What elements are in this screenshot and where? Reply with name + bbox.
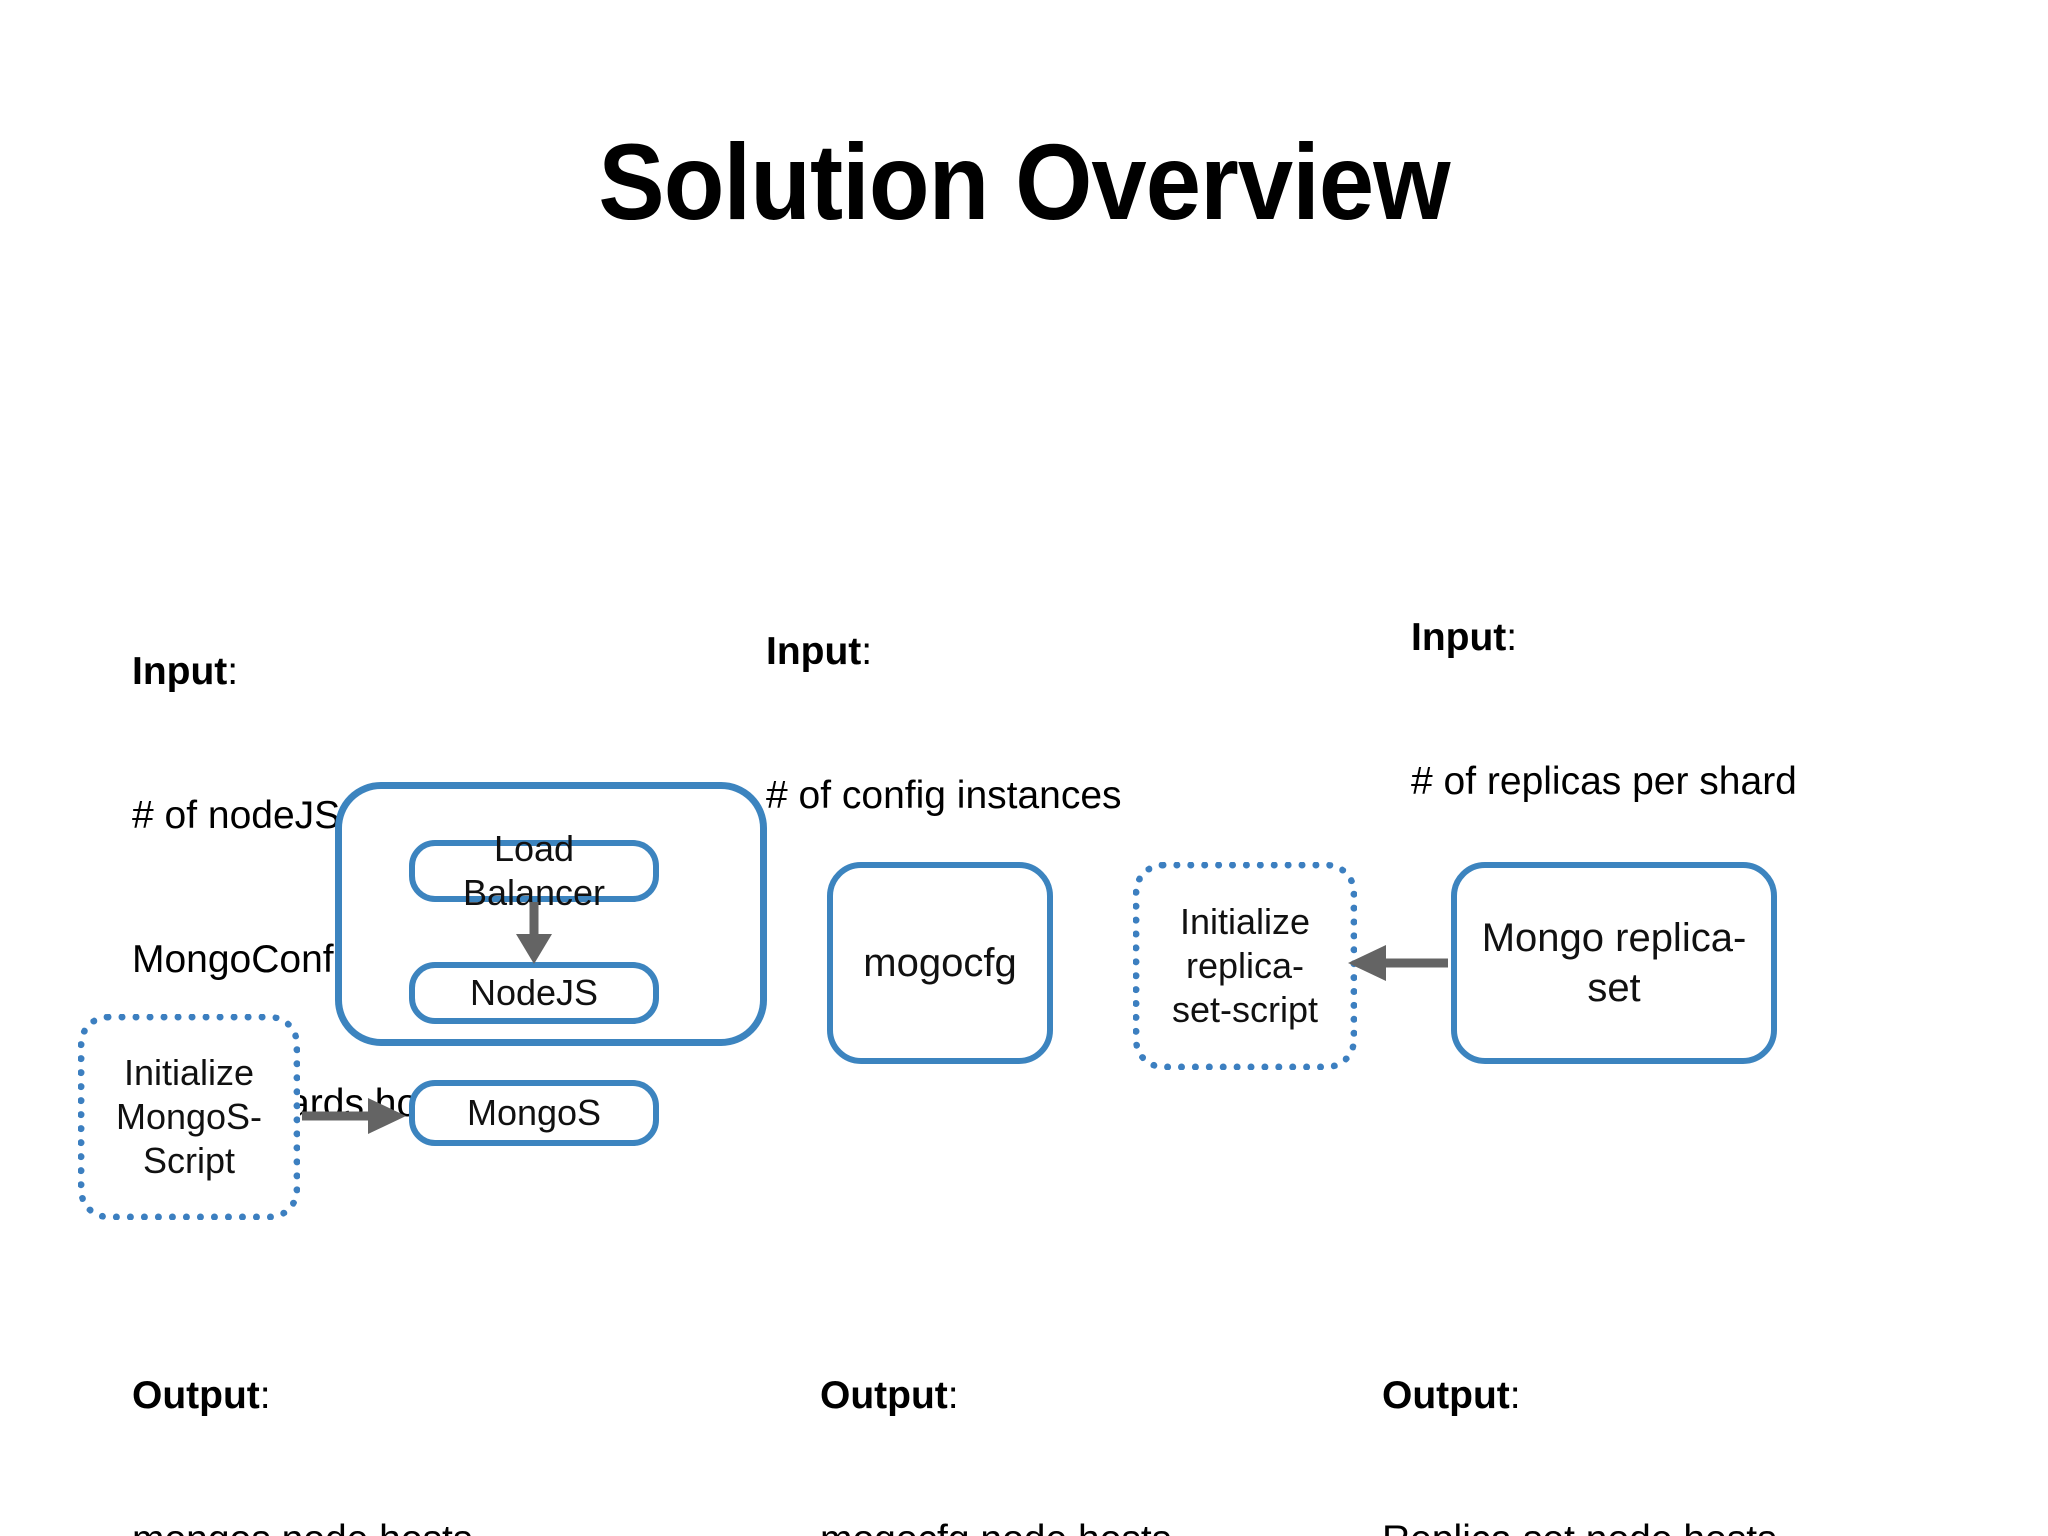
output-left-heading-line: Output: [132,1372,669,1420]
mongo-replica-set-line-2: set [1587,966,1641,1010]
input-note-right: Input: # of replicas per shard [1411,518,1797,902]
input-middle-colon: : [861,630,873,673]
input-right-line-1: # of replicas per shard [1411,760,1797,803]
input-right-heading: Input [1411,616,1507,659]
input-left-colon: : [227,650,239,693]
input-right-colon: : [1506,616,1518,659]
output-middle-heading-line: Output: [820,1372,1171,1420]
init-mongos-script-line-1: Initialize [123,1052,255,1093]
mogocfg-label: mogocfg [863,941,1017,985]
init-mongos-script-box[interactable]: Initialize MongoS- Script [78,1014,300,1220]
nodejs-box[interactable]: NodeJS [409,962,659,1024]
mongo-replica-set-box[interactable]: Mongo replica- set [1451,862,1777,1064]
mongo-replica-set-line-1: Mongo replica- [1481,916,1747,960]
init-replicaset-script-box[interactable]: Initialize replica- set-script [1133,862,1357,1070]
output-right-heading-line: Output: [1382,1372,1802,1420]
output-middle-colon: : [947,1374,959,1417]
output-left-line-1: mongos node hosts [132,1516,669,1536]
input-left-heading: Input [132,650,228,693]
output-note-middle: Output: mogocfg node hosts [820,1276,1171,1536]
output-left-colon: : [259,1374,271,1417]
output-note-left: Output: mongos node hosts App EndPoint =… [132,1276,669,1536]
init-mongos-script-line-3: Script [142,1140,236,1181]
init-replicaset-script-line-3: set-script [1171,989,1319,1030]
mongos-label: MongoS [466,1092,602,1133]
arrow-mongo-replica-set-to-init-replicaset-script [1348,945,1448,981]
output-middle-line-1: mogocfg node hosts [820,1516,1171,1536]
init-replicaset-script-line-2: replica- [1185,945,1305,986]
mongos-box[interactable]: MongoS [409,1080,659,1146]
input-note-middle: Input: # of config instances [766,532,1122,916]
nodejs-label: NodeJS [469,972,599,1013]
mogocfg-box[interactable]: mogocfg [827,862,1053,1064]
load-balancer-box[interactable]: Load Balancer [409,828,659,913]
output-right-line-1: Replica set node hosts [1382,1516,1802,1536]
init-mongos-script-line-2: MongoS- [115,1096,263,1137]
input-right-heading-line: Input: [1411,614,1797,662]
load-balancer-label: Load Balancer [462,828,606,913]
output-left-heading: Output [132,1374,260,1417]
output-right-heading: Output [1382,1374,1510,1417]
output-right-colon: : [1509,1374,1521,1417]
input-middle-line-1: # of config instances [766,774,1122,817]
page-title: Solution Overview [598,121,1450,242]
output-note-right: Output: Replica set node hosts ssh-key, … [1382,1276,1802,1536]
input-middle-heading-line: Input: [766,628,1122,676]
output-middle-heading: Output [820,1374,948,1417]
input-left-heading-line: Input: [132,648,516,696]
input-middle-heading: Input [766,630,862,673]
init-replicaset-script-line-1: Initialize [1179,901,1311,942]
